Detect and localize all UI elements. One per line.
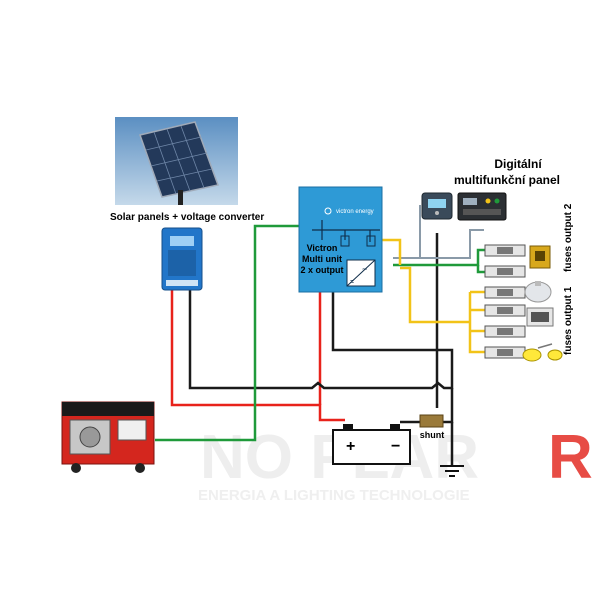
victron-label-1: Victron: [307, 243, 338, 253]
svg-text:~: ~: [362, 264, 367, 274]
ground-icon: [440, 465, 464, 477]
shunt-icon: [419, 414, 444, 428]
victron-label-3: 2 x output: [301, 265, 344, 275]
red-wires: [170, 290, 345, 422]
green-wires: [155, 224, 485, 442]
fuses-output-1-label: fuses output 1: [563, 286, 574, 355]
lamp-icon: [524, 281, 552, 303]
generator-icon: [61, 401, 155, 473]
victron-label-2: Multi unit: [302, 254, 342, 264]
fuse-icon: [484, 346, 526, 359]
panel-label-1: Digitální: [494, 157, 542, 171]
battery-minus: −: [391, 438, 400, 455]
fuse-icon: [484, 265, 526, 278]
fuse-icon: [484, 286, 526, 299]
solar-panel-icon: [115, 117, 238, 205]
battery-plus: +: [346, 438, 355, 455]
black-wires: [188, 233, 454, 465]
fuse-icon: [484, 304, 526, 317]
panel-label-2: multifunkční panel: [454, 173, 560, 187]
lamp-icon: [522, 343, 563, 362]
control-panel-icon: [457, 192, 507, 221]
watermark-subtitle: ENERGIA A LIGHTING TECHNOLOGIE: [198, 487, 470, 504]
shunt-label: shunt: [420, 430, 445, 440]
signal-wires: [393, 205, 484, 259]
battery-icon: [332, 424, 411, 465]
fuses-output-2: [484, 244, 526, 278]
fuse-icon: [484, 325, 526, 338]
svg-text:R: R: [548, 423, 593, 492]
victron-brand: victron energy: [336, 209, 374, 215]
fuse-icon: [484, 244, 526, 257]
inverter-icon: victron energy ~ =: [298, 186, 383, 293]
charge-controller-icon: [161, 227, 203, 291]
solar-label: Solar panels + voltage converter: [110, 212, 264, 223]
fuses-output-2-label: fuses output 2: [563, 203, 574, 272]
display-icon: [421, 192, 453, 220]
fuses-output-1: [484, 286, 526, 359]
appliance-icon: [529, 245, 551, 269]
yellow-wires: [370, 238, 485, 354]
svg-text:=: =: [350, 279, 354, 286]
appliance-icon: [526, 307, 554, 327]
